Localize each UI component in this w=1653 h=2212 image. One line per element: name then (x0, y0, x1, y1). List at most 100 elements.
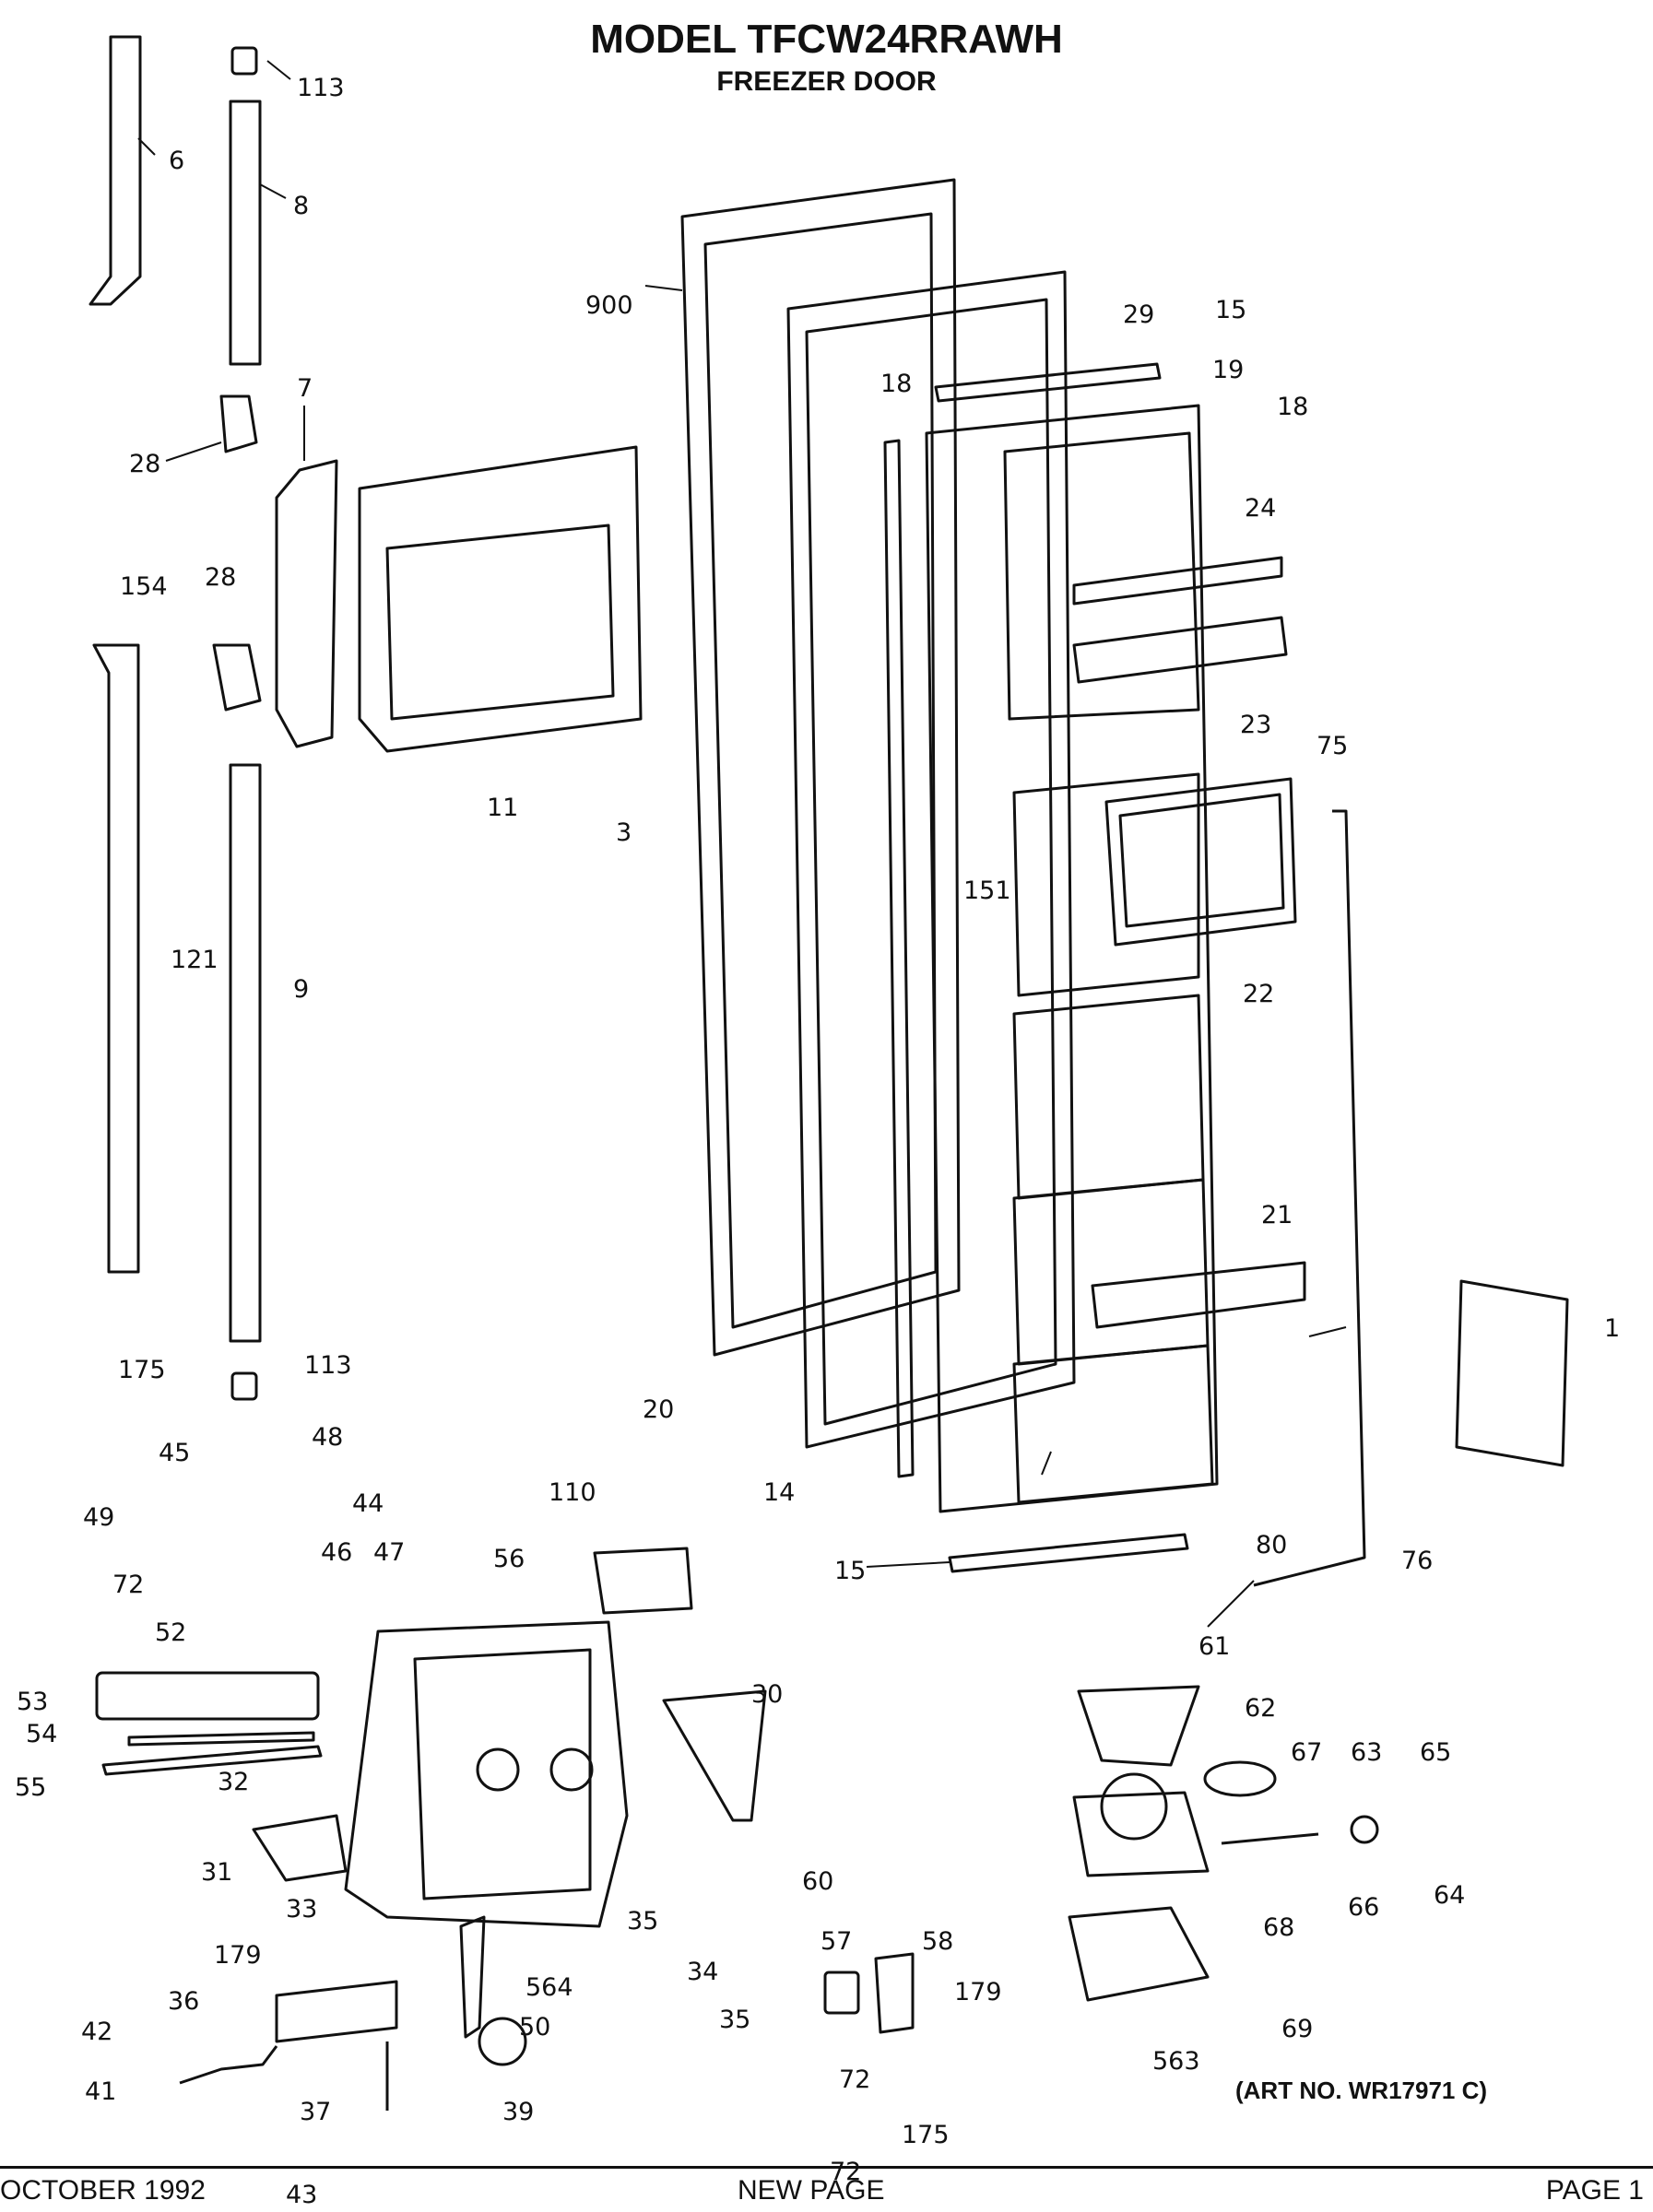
chute-61 (1077, 1685, 1200, 1767)
callout-179: 179 (214, 1941, 262, 1970)
callout-19: 19 (1212, 356, 1244, 384)
callout-62: 62 (1245, 1694, 1276, 1723)
hinge-28 (219, 394, 258, 453)
door-liner (925, 404, 1219, 1513)
callout-44: 44 (352, 1489, 384, 1518)
shelf-24 (1072, 556, 1283, 606)
callout-35: 35 (627, 1907, 658, 1936)
gasket-14 (786, 270, 1076, 1449)
shelf-23 (1072, 616, 1288, 684)
callout-175b: 175 (902, 2121, 950, 2149)
drip-tray-31 (252, 1814, 348, 1882)
outer-door-900 (680, 178, 961, 1357)
callout-23: 23 (1240, 711, 1271, 739)
callout-21: 21 (1261, 1201, 1293, 1230)
callout-32: 32 (218, 1768, 249, 1796)
solenoid-39 (478, 2017, 527, 2066)
callout-49: 49 (83, 1503, 114, 1532)
bracket-36 (275, 1980, 398, 2043)
callout-110: 110 (549, 1478, 596, 1507)
callout-151: 151 (963, 877, 1011, 905)
instruction-panel-22 (1104, 777, 1297, 947)
callout-69: 69 (1281, 2015, 1313, 2043)
callout-6: 6 (169, 147, 184, 175)
callout-18b: 18 (880, 370, 912, 398)
callout-45: 45 (159, 1439, 190, 1467)
callout-900: 900 (585, 291, 633, 320)
door-cap-15-top (934, 362, 1162, 403)
handle-7 (275, 459, 338, 748)
footer-date: OCTOBER 1992 (0, 2175, 206, 2206)
footer-center: NEW PAGE (738, 2175, 885, 2206)
shelf-21 (1091, 1261, 1306, 1329)
trim-strip-9 (229, 763, 262, 1343)
callout-37: 37 (300, 2098, 331, 2126)
callout-42: 42 (81, 2018, 112, 2046)
section-subtitle: FREEZER DOOR (716, 66, 937, 97)
callout-7: 7 (297, 374, 313, 403)
callout-58: 58 (922, 1927, 953, 1956)
callout-57: 57 (821, 1927, 852, 1956)
callout-72c: 72 (830, 2158, 861, 2186)
callout-121: 121 (171, 946, 218, 974)
footer-rule (0, 2166, 1653, 2169)
callout-1: 1 (1604, 1314, 1620, 1343)
callout-30: 30 (751, 1680, 783, 1709)
bracket-60 (662, 1689, 767, 1822)
switch-57 (823, 1971, 860, 2015)
callout-65: 65 (1420, 1738, 1451, 1767)
callout-55: 55 (15, 1773, 46, 1802)
callout-46: 46 (321, 1538, 352, 1567)
callout-41: 41 (85, 2077, 116, 2106)
callout-36: 36 (168, 1987, 199, 2016)
callout-14: 14 (763, 1478, 795, 1507)
callout-28b: 28 (205, 563, 236, 592)
callout-43: 43 (286, 2181, 317, 2209)
hinge-bottom-113 (230, 1371, 258, 1401)
callout-75: 75 (1316, 732, 1348, 760)
hinge-lower-28 (212, 643, 262, 712)
callout-60: 60 (802, 1867, 833, 1896)
callout-564: 564 (525, 1973, 573, 2002)
callout-72: 72 (112, 1571, 144, 1599)
callout-76: 76 (1401, 1547, 1433, 1575)
callout-22: 22 (1243, 980, 1274, 1008)
callout-563: 563 (1152, 2047, 1200, 2076)
callout-54: 54 (26, 1720, 57, 1748)
callout-18: 18 (1277, 393, 1308, 421)
dispenser-frame-11 (358, 445, 643, 753)
callout-66: 66 (1348, 1893, 1379, 1922)
callout-39: 39 (502, 2098, 534, 2126)
panel-53 (95, 1671, 320, 1721)
callout-15b: 15 (1215, 296, 1246, 324)
callout-labels: 113 6 8 28 7 154 28 121 9 11 3 175 113 4… (15, 74, 1620, 2209)
callout-68: 68 (1263, 1913, 1294, 1942)
callout-175: 175 (118, 1356, 166, 1384)
base-69 (1068, 1906, 1210, 2002)
callout-64: 64 (1434, 1881, 1465, 1910)
knob-63 (1350, 1815, 1379, 1844)
callout-31: 31 (201, 1858, 232, 1887)
callout-34: 34 (687, 1958, 718, 1986)
hinge-top-113 (230, 46, 258, 76)
callout-53: 53 (17, 1688, 48, 1716)
callout-154: 154 (120, 572, 168, 601)
callout-113b: 113 (304, 1351, 352, 1380)
callout-63: 63 (1351, 1738, 1382, 1767)
lever-50 (459, 1915, 486, 2039)
model-title: MODEL TFCW24RRAWH (590, 17, 1063, 62)
callout-61: 61 (1198, 1632, 1230, 1661)
flap-62 (1203, 1760, 1277, 1797)
art-number: (ART NO. WR17971 C) (1235, 2077, 1488, 2104)
callout-67: 67 (1291, 1738, 1322, 1767)
callout-35b: 35 (719, 2006, 750, 2034)
strip-55 (101, 1745, 323, 1776)
callout-29: 29 (1123, 300, 1154, 329)
callout-80: 80 (1256, 1531, 1287, 1559)
callout-52: 52 (155, 1618, 186, 1647)
rod-67 (1221, 1832, 1319, 1845)
callout-11: 11 (487, 794, 518, 822)
callout-3: 3 (616, 818, 632, 847)
housing-68 (1072, 1772, 1210, 1877)
